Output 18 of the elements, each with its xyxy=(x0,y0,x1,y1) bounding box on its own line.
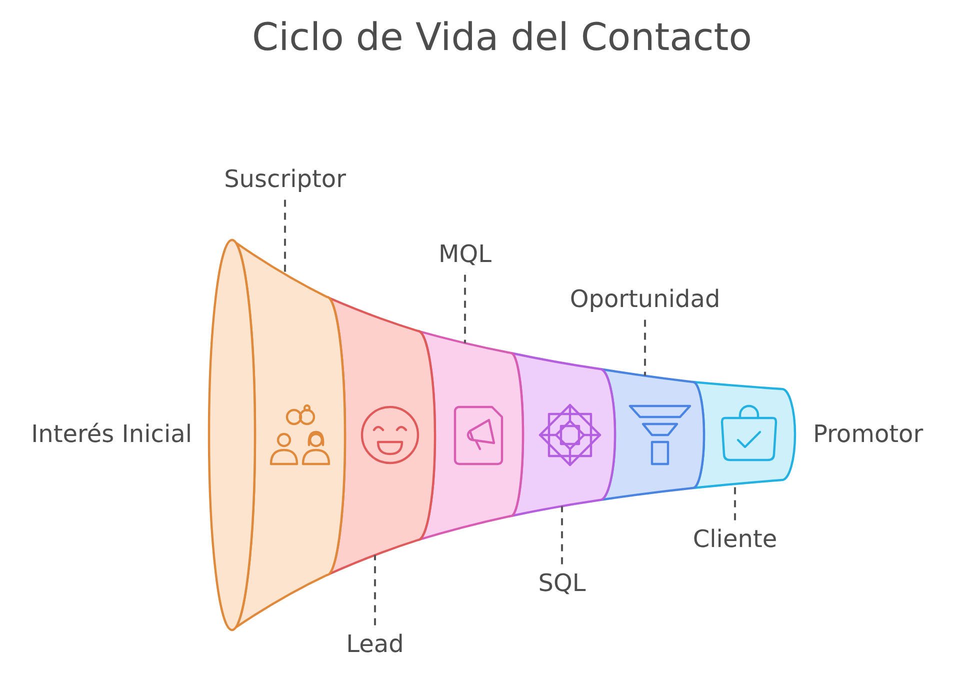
stage-label: SQL xyxy=(538,570,586,598)
stage-label: Suscriptor xyxy=(224,166,346,194)
stage-label: MQL xyxy=(438,241,492,269)
stage-label: Lead xyxy=(346,631,404,659)
leader-line xyxy=(561,506,563,564)
leader-line xyxy=(374,555,376,626)
leader-line xyxy=(644,320,646,376)
stage-label: Oportunidad xyxy=(570,286,720,314)
stage-label: Promotor xyxy=(813,421,924,449)
funnel-segment xyxy=(208,238,346,632)
funnel-segment xyxy=(598,368,706,502)
diagram-title: Ciclo de Vida del Contacto xyxy=(252,16,752,60)
stage-label: Cliente xyxy=(692,526,778,554)
leader-line xyxy=(464,274,466,344)
funnel-segment xyxy=(692,380,796,490)
funnel-segment xyxy=(510,352,616,518)
stage-label: Interés Inicial xyxy=(31,421,192,449)
leader-line xyxy=(284,200,286,274)
